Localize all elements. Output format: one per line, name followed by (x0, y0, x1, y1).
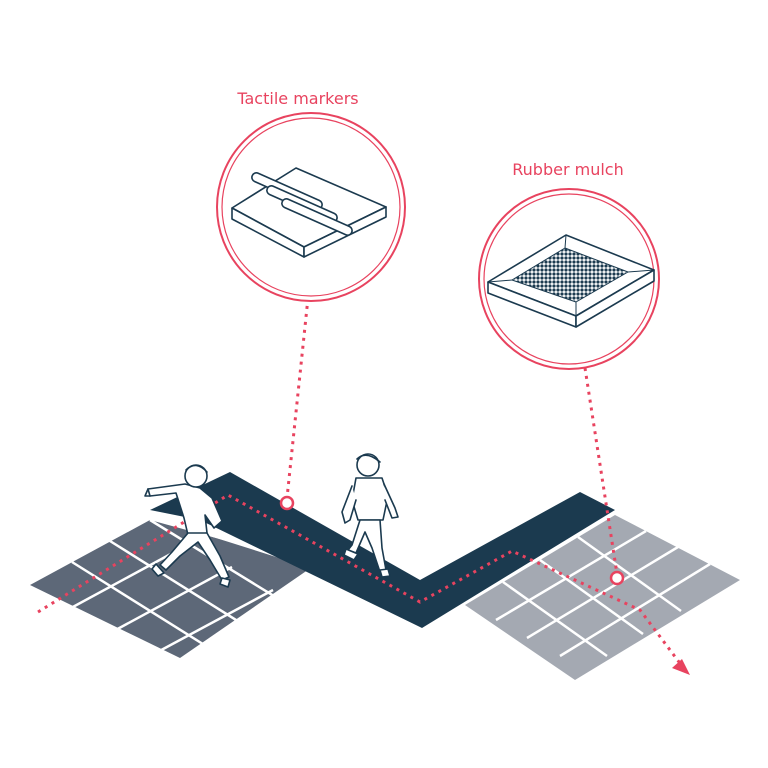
tactile-callout-label: Tactile markers (236, 89, 358, 108)
child-jumping-figure (144, 464, 231, 588)
rubber-callout-label: Rubber mulch (512, 160, 623, 179)
arrow-head-icon (672, 659, 690, 675)
zigzag-path (150, 472, 615, 628)
left-tile-field (30, 518, 316, 658)
tactile-tile-icon (231, 167, 387, 258)
tactile-callout: Tactile markers (216, 89, 406, 302)
right-tile-field (465, 515, 740, 680)
rubber-leader-line (583, 367, 619, 575)
tactile-leader-line (285, 297, 310, 499)
rubber-callout: Rubber mulch (478, 160, 660, 370)
child-walking-figure (341, 453, 399, 578)
rubber-anchor-dot (609, 570, 625, 586)
rubber-mulch-tile-icon (487, 234, 655, 328)
tactile-anchor-dot (279, 495, 295, 511)
